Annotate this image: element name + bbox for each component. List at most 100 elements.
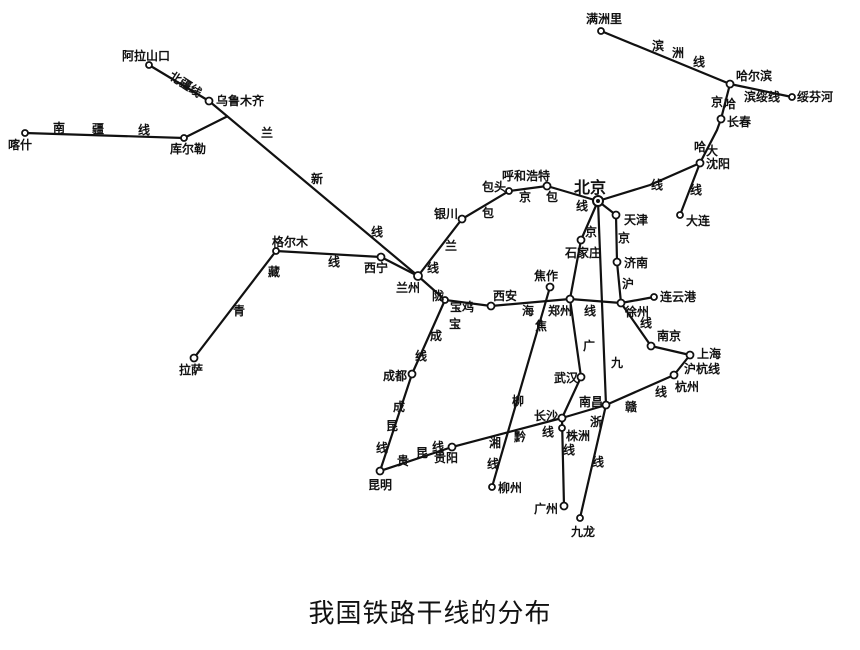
station-marker-kashi (21, 129, 29, 137)
station-marker-korla (180, 134, 188, 142)
station-marker-shijiazhuang (576, 235, 586, 245)
line-label-huhang: 沪杭线 (684, 361, 720, 376)
station-marker-zhengzhou (565, 294, 575, 304)
label-kashi: 喀什 (8, 137, 32, 152)
jingguang-line (560, 200, 600, 507)
label-baoji: 宝鸡 (450, 299, 474, 314)
line-label-binzhou-2: 洲 (672, 46, 684, 60)
line-label-beijiang: 北疆线 (166, 68, 204, 100)
station-marker-jiaozuo (545, 282, 555, 292)
line-label-jingguang-2: 广 (583, 338, 595, 353)
label-chengdu: 成都 (383, 368, 407, 383)
line-label-guikun-3: 线 (432, 439, 444, 454)
station-markers (21, 27, 796, 522)
label-manzhouli: 满洲里 (586, 11, 622, 26)
line-label-baolan-3: 线 (427, 260, 439, 275)
station-marker-lhasa (189, 353, 199, 363)
line-label-guikun-1: 贵 (397, 453, 409, 468)
line-label-jingjiu: 九 (610, 355, 623, 370)
line-label-binzhou-1: 滨 (652, 38, 664, 53)
line-label-lanxin-2: 新 (311, 171, 323, 186)
station-marker-shanghai (685, 350, 695, 360)
station-marker-guangzhou (559, 501, 569, 511)
label-jiaozuo: 焦作 (533, 268, 558, 283)
baocheng-line (410, 299, 447, 375)
station-marker-changsha (557, 413, 567, 423)
label-tianjin: 天津 (624, 212, 648, 227)
label-jiulong: 九龙 (570, 524, 595, 539)
line-label-baocheng-2: 成 (430, 328, 442, 343)
line-label-baocheng-1: 宝 (449, 316, 461, 331)
xining-line (275, 249, 419, 277)
label-xining: 西宁 (364, 260, 388, 275)
jiaoliu-line (490, 286, 552, 488)
qingzang-line (193, 250, 277, 359)
station-marker-urumqi (204, 96, 214, 106)
station-marker-hangzhou (669, 370, 679, 380)
label-liuzhou: 柳州 (498, 480, 522, 495)
station-marker-golmud (272, 247, 280, 255)
station-marker-tianjin (611, 210, 621, 220)
label-wuhan: 武汉 (554, 370, 579, 385)
line-label-longhai-3: 线 (584, 303, 596, 318)
station-marker-alashankou (145, 61, 153, 69)
label-jinan: 济南 (624, 255, 648, 270)
label-hohhot: 呼和浩特 (502, 168, 550, 183)
line-label-jingha-2: 线 (690, 182, 702, 197)
line-label-nanjiang-1: 南 (53, 120, 65, 135)
line-name-labels: 滨 洲 线 滨绥线 京 哈 哈 大 线 线 北疆线 南 疆 线 兰 新 线 包 … (53, 38, 780, 471)
railway-lines (24, 29, 793, 519)
line-label-liuzhou-line: 线 (487, 456, 499, 471)
chengkun-line (378, 373, 414, 472)
line-label-binsui: 滨绥线 (744, 89, 780, 104)
line-label-guikun-2: 昆 (416, 446, 428, 460)
label-xuzhou: 徐州 (624, 304, 649, 319)
station-marker-harbin (725, 79, 735, 89)
line-label-zhegan-2: 赣 (625, 399, 638, 414)
label-golmud: 格尔木 (272, 234, 309, 249)
label-beijing: 北京 (574, 178, 606, 197)
station-marker-kunming (375, 466, 385, 476)
label-xian: 西安 (493, 288, 517, 303)
label-zhengzhou: 郑州 (548, 303, 572, 318)
jingbao-line (546, 184, 599, 203)
label-hangzhou: 杭州 (675, 379, 699, 394)
line-label-jingbao-2: 包 (545, 189, 558, 204)
line-label-longhai-2: 海 (522, 303, 534, 318)
station-marker-xian (486, 301, 496, 311)
line-label-zhegan-3: 线 (655, 384, 667, 399)
label-zhuzhou: 株洲 (566, 428, 590, 443)
label-guangzhou: 广州 (534, 501, 558, 516)
line-label-jingbao-1: 京 (519, 189, 531, 204)
jingha-line (597, 83, 732, 203)
station-marker-suifenhe (788, 93, 796, 101)
line-label-chengkun-1: 成 (393, 399, 405, 414)
station-marker-guiyang (447, 442, 457, 452)
label-nanchang: 南昌 (579, 394, 603, 409)
line-label-chengkun-2: 昆 (386, 419, 398, 433)
label-guiyang: 贵阳 (434, 450, 458, 465)
line-label-chengkun-3: 线 (376, 440, 388, 455)
line-label-qingzang-3: 线 (328, 254, 340, 269)
station-marker-jinan (612, 257, 622, 267)
label-yinchuan: 银川 (434, 206, 458, 221)
station-marker-liuzhou (488, 483, 496, 491)
line-label-baocheng-3: 线 (415, 348, 427, 363)
station-labels: 满洲里 哈尔滨 绥芬河 长春 沈阳 大连 阿拉山口 乌鲁木齐 喀什 库尔勒 呼和… (8, 11, 833, 539)
label-urumqi: 乌鲁木齐 (216, 93, 265, 108)
station-marker-xining (376, 252, 386, 262)
station-marker-xuzhou (616, 298, 626, 308)
hada-line (678, 162, 702, 216)
label-alashankou: 阿拉山口 (122, 48, 170, 63)
line-label-xiangqian-2: 黔 (514, 429, 526, 444)
line-label-jinghu-3: 线 (640, 315, 652, 330)
line-label-hada-1: 哈 (694, 139, 706, 154)
label-dalian: 大连 (686, 213, 711, 228)
label-korla: 库尔勒 (170, 141, 206, 156)
station-marker-dalian (676, 211, 684, 219)
baolan-line (417, 184, 548, 277)
station-marker-yinchuan (457, 214, 467, 224)
label-shenyang: 沈阳 (706, 156, 730, 171)
